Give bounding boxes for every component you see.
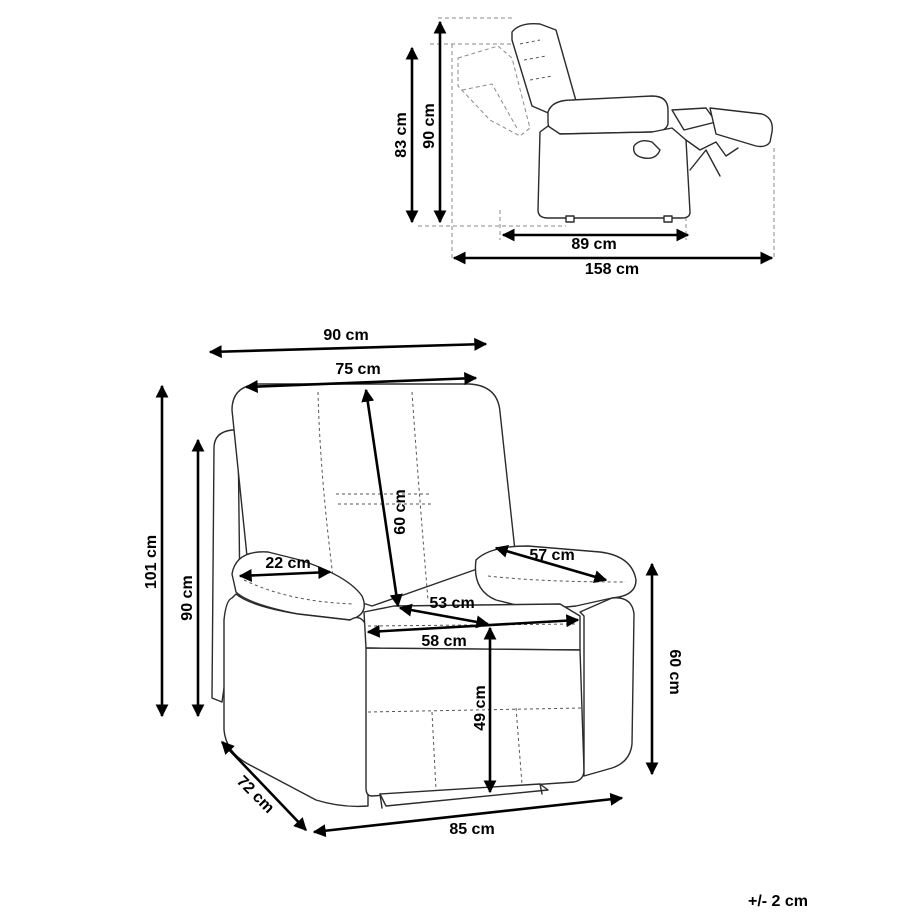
side-view-dimensions: 83 cm 90 cm 89 cm 158 cm bbox=[393, 20, 774, 278]
label-83: 83 cm bbox=[393, 112, 410, 157]
dim-line-58 bbox=[366, 614, 580, 638]
dim-line-22 bbox=[238, 566, 332, 582]
label-60-arm: 60 cm bbox=[666, 649, 683, 694]
label-90-left: 90 cm bbox=[179, 575, 196, 620]
label-72: 72 cm bbox=[233, 773, 277, 817]
dim-line-90-top bbox=[208, 337, 488, 359]
dim-line-85 bbox=[312, 792, 624, 838]
label-90-side: 90 cm bbox=[421, 103, 438, 148]
label-158: 158 cm bbox=[585, 261, 639, 278]
dim-line-57 bbox=[494, 545, 608, 583]
label-75: 75 cm bbox=[335, 361, 380, 378]
side-view-recliner bbox=[418, 17, 775, 258]
label-49: 49 cm bbox=[472, 685, 489, 730]
label-60-back: 60 cm bbox=[392, 489, 409, 534]
label-22: 22 cm bbox=[265, 555, 310, 572]
label-89: 89 cm bbox=[571, 236, 616, 253]
label-85: 85 cm bbox=[449, 821, 494, 838]
label-90-top: 90 cm bbox=[323, 327, 368, 344]
dim-line-75 bbox=[244, 371, 478, 394]
label-58: 58 cm bbox=[421, 633, 466, 650]
label-101: 101 cm bbox=[143, 535, 160, 589]
dim-line-72 bbox=[221, 741, 307, 831]
tolerance-note: +/- 2 cm bbox=[748, 893, 808, 910]
dim-line-60-back bbox=[361, 388, 403, 608]
label-53: 53 cm bbox=[429, 595, 474, 612]
label-57: 57 cm bbox=[529, 547, 574, 564]
front-view-recliner bbox=[211, 383, 637, 809]
